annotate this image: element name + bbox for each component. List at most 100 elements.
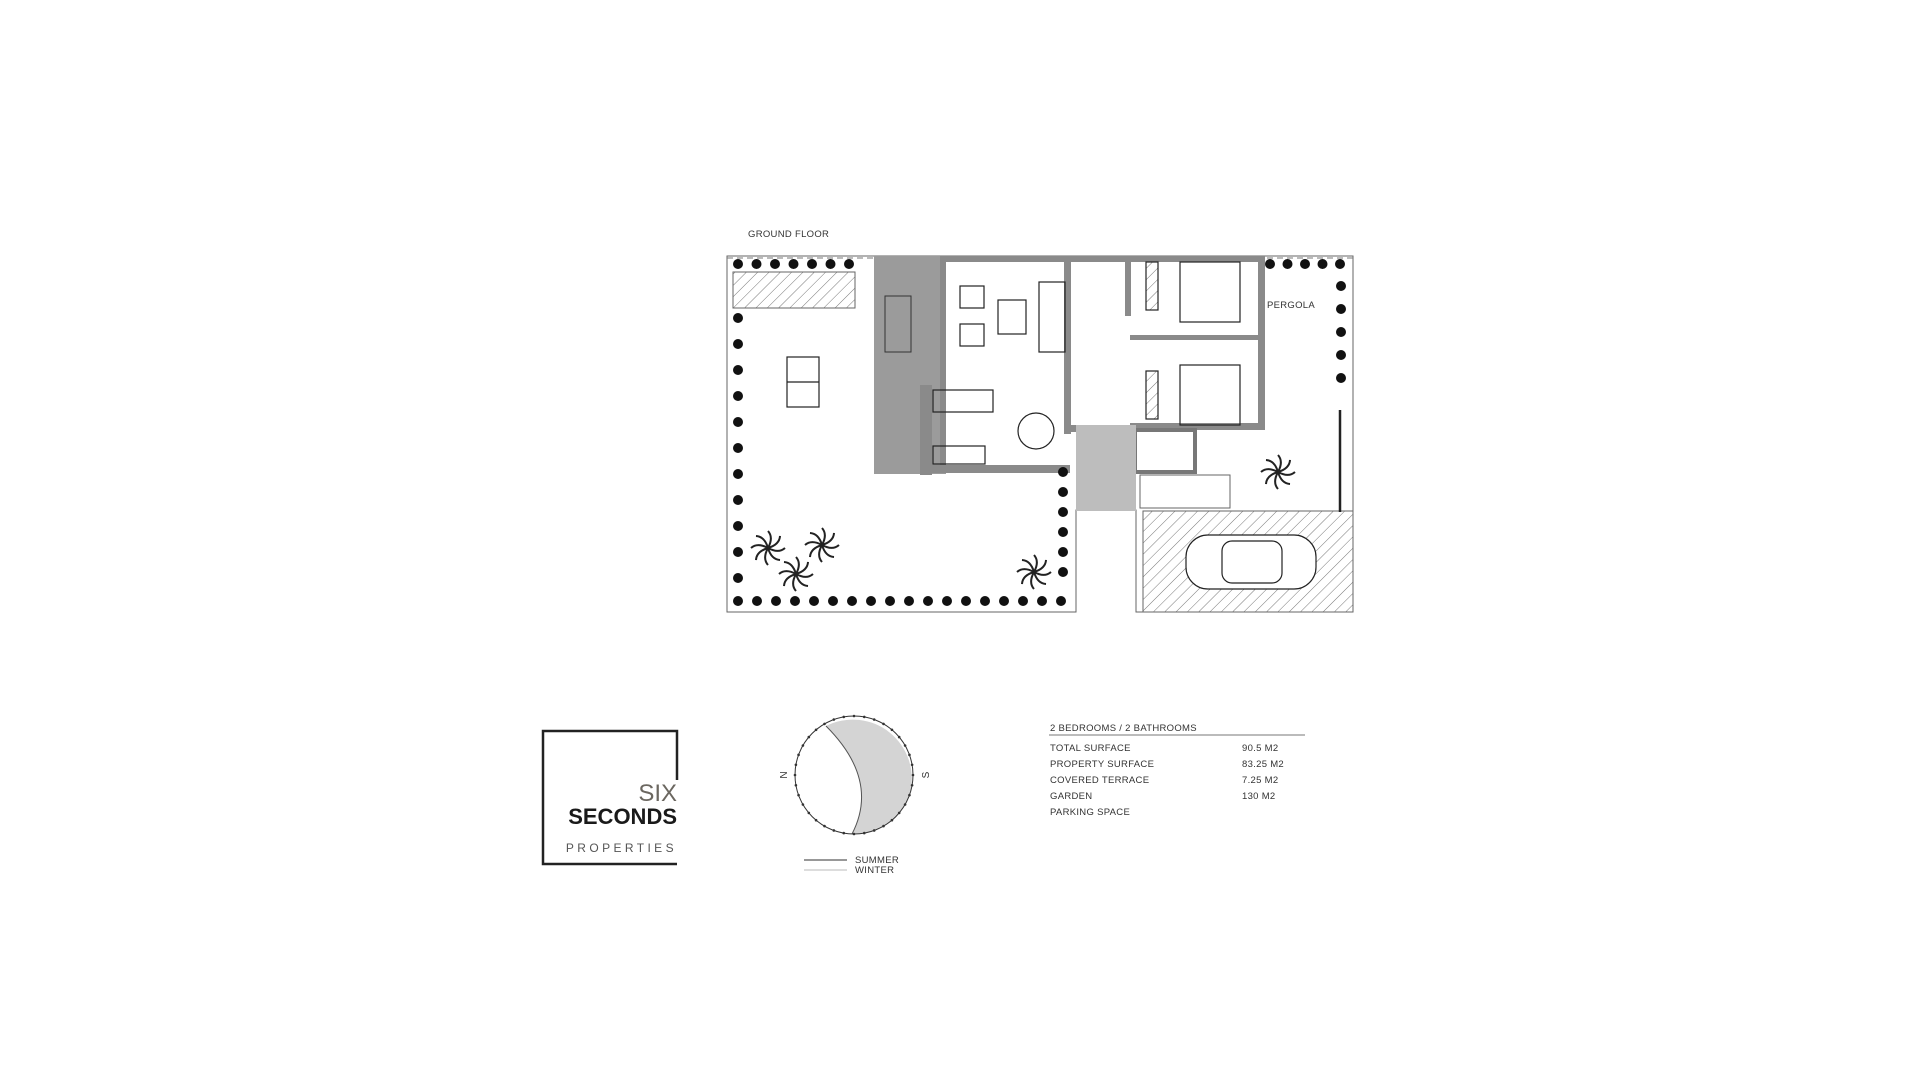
north-label: N: [777, 771, 788, 778]
hedge-dot: [1282, 259, 1293, 269]
hedge-dot: [1336, 327, 1346, 337]
hedge-dot: [807, 259, 817, 269]
spec-label: GARDEN: [1050, 791, 1092, 802]
sun-tick: [910, 783, 914, 787]
hedge-dot: [942, 596, 952, 606]
sun-tick: [832, 718, 836, 721]
hedge-dot: [733, 339, 743, 349]
hatched-area: [732, 271, 856, 309]
sun-tick: [890, 818, 894, 822]
palm-trees: [750, 454, 1296, 592]
hedge-dot: [1058, 487, 1068, 497]
hedge-dot: [771, 596, 781, 606]
hedge-dot: [733, 391, 743, 401]
car-icon: [1185, 534, 1317, 590]
sun-tick: [842, 831, 846, 835]
hedge-dot: [1265, 259, 1275, 269]
sun-tick: [823, 824, 826, 828]
sun-tick: [862, 831, 866, 835]
hedge-dot: [1336, 281, 1346, 291]
hedge-dot: [1335, 259, 1345, 269]
hedge-dot: [923, 596, 933, 606]
hedge-dot: [866, 596, 876, 606]
sun-tick: [842, 715, 846, 719]
terrace-dining-table: [884, 295, 912, 353]
sun-tick: [793, 773, 797, 777]
hedge-dot: [733, 469, 743, 479]
hedge-dot: [752, 596, 762, 606]
hedge-dot: [828, 596, 838, 606]
hedge-dot: [1058, 527, 1068, 537]
hedge-dot: [1336, 304, 1346, 314]
hedge-dot: [788, 259, 799, 269]
sun-tick: [910, 763, 914, 767]
sun-tick: [832, 829, 836, 832]
spec-value: 83.25 M2: [1242, 759, 1284, 770]
summer-legend-label: SUMMER: [855, 855, 899, 866]
hedge-dot: [1056, 596, 1066, 606]
hedge-dot: [885, 596, 895, 606]
hedge-dot: [733, 573, 743, 583]
six-seconds-logo: SIX SECONDS PROPERTIES: [541, 729, 679, 866]
sun-tick: [794, 763, 798, 767]
hedge-dot: [1058, 467, 1068, 477]
logo-six: SIX: [638, 780, 677, 807]
sun-tick: [908, 793, 911, 797]
spec-value: 7.25 M2: [1242, 775, 1278, 786]
palm-tree-icon: [1260, 454, 1296, 490]
hedge-dot: [1018, 596, 1028, 606]
spec-label: PARKING SPACE: [1050, 807, 1130, 818]
spec-row: PARKING SPACE: [1050, 807, 1130, 818]
spec-label: TOTAL SURFACE: [1050, 743, 1131, 754]
hedge-dot: [733, 417, 743, 427]
plan-title: GROUND FLOOR: [748, 229, 829, 240]
hedge-dot: [733, 443, 743, 453]
specs-heading: 2 BEDROOMS / 2 BATHROOMS: [1050, 723, 1197, 734]
sun-tick: [872, 829, 876, 832]
logo-seconds: SECONDS: [568, 804, 677, 829]
hedge-dot: [961, 596, 971, 606]
hedge-dot: [1317, 259, 1328, 269]
sun-tick: [801, 803, 805, 806]
hedge-dot: [790, 596, 800, 606]
sun-tick: [882, 824, 885, 828]
sun-tick: [801, 744, 805, 747]
sun-tick: [911, 773, 915, 777]
entrance: [1076, 425, 1136, 511]
sun-tick: [890, 728, 894, 732]
south-label: S: [921, 771, 932, 778]
hedge-dots: [733, 259, 1346, 606]
sun-tick: [903, 744, 907, 747]
sun-tick: [797, 753, 800, 757]
spec-label: COVERED TERRACE: [1050, 775, 1149, 786]
hedge-dot: [733, 365, 743, 375]
spec-row: GARDEN 130 M2: [1050, 791, 1276, 802]
sun-tick: [797, 793, 800, 797]
hedge-dot: [1058, 547, 1068, 557]
furniture: [786, 261, 1241, 465]
hedge-dot: [1058, 507, 1068, 517]
hedge-dot: [809, 596, 819, 606]
hedge-dot: [825, 259, 836, 269]
palm-tree-icon: [804, 527, 840, 563]
winter-legend-label: WINTER: [855, 865, 894, 876]
hedge-dot: [1058, 567, 1068, 577]
hedge-dot: [999, 596, 1009, 606]
hedge-dot: [733, 596, 743, 606]
palm-tree-icon: [750, 530, 786, 566]
hedge-dot: [733, 495, 743, 505]
floor-plan: PERGOLA: [726, 255, 1354, 613]
spec-value: 130 M2: [1242, 791, 1276, 802]
house-walls: [920, 256, 1265, 511]
hedge-dot: [751, 259, 762, 269]
hedge-dot: [733, 521, 743, 531]
covered-terrace: [874, 256, 946, 474]
sun-tick: [908, 753, 911, 757]
hedge-dot: [980, 596, 990, 606]
hedge-dot: [1336, 350, 1346, 360]
sun-path-diagram: N S SUMMER WINTER: [777, 714, 932, 876]
hedge-dot: [733, 313, 743, 323]
hedge-dot: [847, 596, 857, 606]
